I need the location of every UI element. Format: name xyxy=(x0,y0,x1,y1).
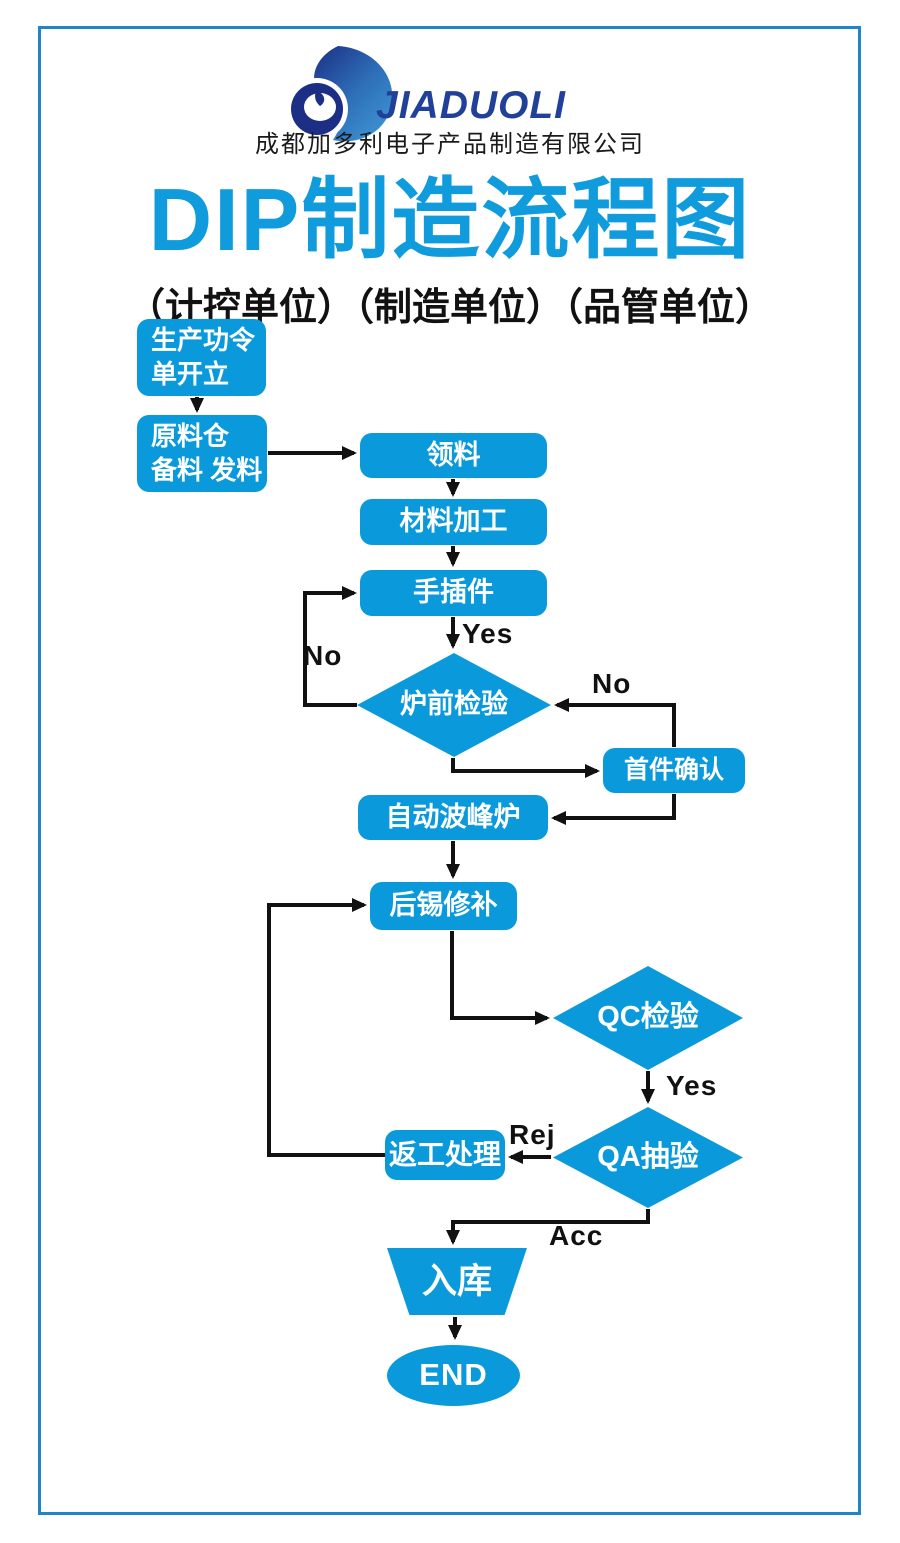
edge-label-rej: Rej xyxy=(509,1119,556,1150)
company-name: 成都加多利电子产品制造有限公司 xyxy=(255,131,645,158)
node-pick-material: 领料 xyxy=(360,433,547,478)
logo-mark-icon xyxy=(286,46,393,142)
node-material-prep-line2: 备料 发料 xyxy=(151,454,263,485)
edge-presolder-to-firstarticle xyxy=(451,758,600,778)
edge-label-no-right: No xyxy=(592,668,632,699)
node-material-prep: 原料仓 备料 发料 xyxy=(137,415,267,492)
company-logo xyxy=(283,45,405,143)
node-work-order-line1: 生产功令 xyxy=(151,324,256,355)
edge-label-acc: Acc xyxy=(549,1220,604,1251)
node-warehousing: 入库 xyxy=(387,1248,527,1315)
edge-firstarticle-no-to-presolder xyxy=(554,698,676,747)
edge-label-no-left: No xyxy=(303,640,343,671)
brand-name: JIADUOLI xyxy=(376,84,567,127)
node-work-order-line2: 单开立 xyxy=(151,358,230,389)
node-rework: 返工处理 xyxy=(385,1130,505,1180)
node-material-processing: 材料加工 xyxy=(360,499,547,545)
node-wave-soldering: 自动波峰炉 xyxy=(358,795,548,840)
node-work-order: 生产功令 单开立 xyxy=(137,319,266,396)
edge-rework-loop-to-touchup xyxy=(267,898,385,1157)
edge-label-yes-presolder: Yes xyxy=(462,618,514,649)
edge-label-yes-qa: Yes xyxy=(666,1070,718,1101)
edge-qa-acc-to-warehouse xyxy=(446,1209,650,1245)
page-title: DIP制造流程图 xyxy=(148,170,752,269)
edge-firstarticle-to-wavesolder xyxy=(551,794,676,825)
node-material-prep-line1: 原料仓 xyxy=(151,420,230,451)
edge-presolder-no-loop-to-handinsert xyxy=(303,586,357,707)
node-first-article-confirmation: 首件确认 xyxy=(603,748,745,793)
node-end: END xyxy=(387,1345,520,1406)
edge-touchup-to-qc xyxy=(450,931,550,1025)
node-solder-touch-up: 后锡修补 xyxy=(370,882,517,930)
node-hand-insertion: 手插件 xyxy=(360,570,547,616)
poster-border-frame xyxy=(38,26,861,1515)
